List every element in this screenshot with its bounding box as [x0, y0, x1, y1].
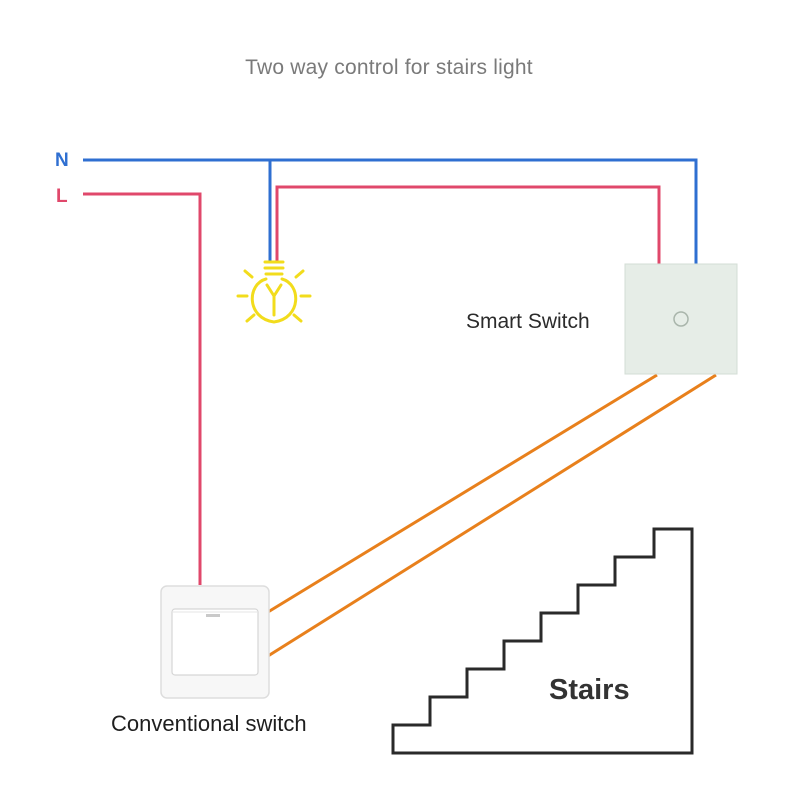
- neutral-wire-label: N: [55, 150, 69, 171]
- light-bulb-icon: [236, 260, 312, 324]
- conventional-switch-label: Conventional switch: [111, 711, 307, 736]
- conventional-switch: [160, 585, 270, 699]
- smart-switch: [624, 263, 738, 375]
- traveler-wire-2: [267, 373, 717, 658]
- switched-live-wire: [275, 185, 661, 264]
- diagram-title: Two way control for stairs light: [245, 56, 533, 79]
- neutral-wire: [83, 158, 698, 264]
- live-wire-label: L: [56, 186, 68, 207]
- touch-button-icon: [673, 311, 689, 327]
- stairs-outline: [391, 527, 694, 755]
- traveler-wire-1: [267, 373, 658, 614]
- stairs-label: Stairs: [549, 674, 630, 706]
- live-wire: [83, 192, 202, 585]
- switch-indicator-icon: [206, 614, 220, 617]
- smart-switch-label: Smart Switch: [466, 310, 590, 333]
